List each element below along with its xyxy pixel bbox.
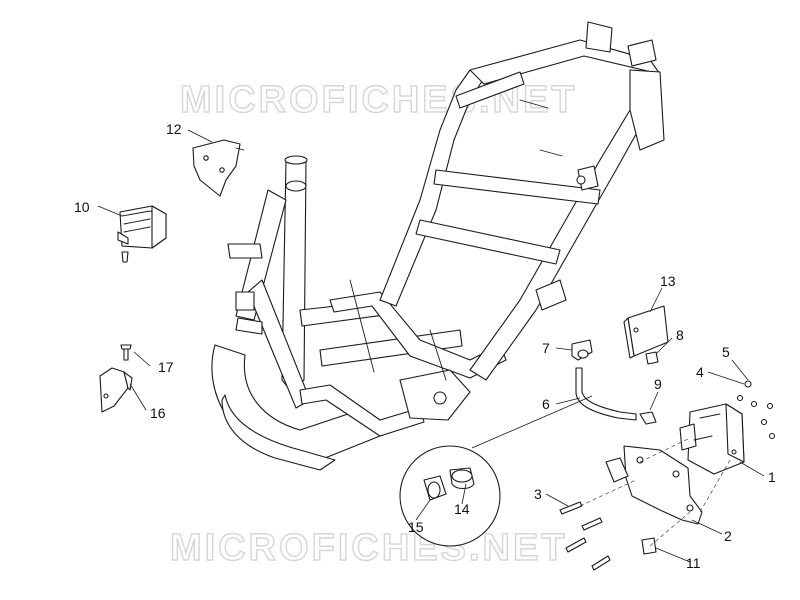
scooter-frame [211, 21, 665, 471]
part-17-screw [120, 344, 132, 361]
callout-14: 14 [454, 501, 470, 517]
callout-labels: 1 2 3 4 5 6 7 8 9 10 11 12 13 14 15 16 1… [74, 121, 776, 571]
callout-6: 6 [542, 396, 550, 412]
callout-16: 16 [150, 405, 166, 421]
part-10-regulator [117, 205, 167, 263]
detail-inset-clamps [399, 395, 593, 547]
part-11-screw [641, 537, 657, 555]
callout-4: 4 [696, 364, 704, 380]
callout-17: 17 [158, 359, 174, 375]
callout-3: 3 [534, 486, 542, 502]
part-12-bracket [192, 139, 245, 197]
part-5-nuts [736, 380, 776, 440]
part-1-control-unit [679, 403, 745, 475]
part-7-elbow [571, 339, 593, 361]
part-9-clip [639, 411, 657, 425]
part-6-hose [575, 367, 637, 421]
part-2-mounting-plate [605, 445, 703, 525]
part-8-screw [645, 351, 659, 365]
part-3-bolts [559, 501, 611, 571]
watermark-bottom: MICROFICHES.NET [170, 527, 568, 569]
callout-11: 11 [686, 555, 701, 571]
callout-1: 1 [768, 469, 776, 485]
callout-5: 5 [722, 344, 730, 360]
frame-lug-icon [285, 180, 307, 192]
callout-8: 8 [676, 327, 684, 343]
callout-12: 12 [166, 121, 182, 137]
callout-9: 9 [654, 376, 662, 392]
leader-lines [97, 129, 765, 563]
callout-7: 7 [542, 340, 550, 356]
part-16-bracket [99, 367, 133, 413]
callout-2: 2 [724, 528, 732, 544]
screw-icon [121, 251, 129, 263]
callout-13: 13 [660, 273, 676, 289]
part-13-cover [623, 305, 669, 359]
callout-15: 15 [408, 519, 424, 535]
callout-10: 10 [74, 199, 90, 215]
